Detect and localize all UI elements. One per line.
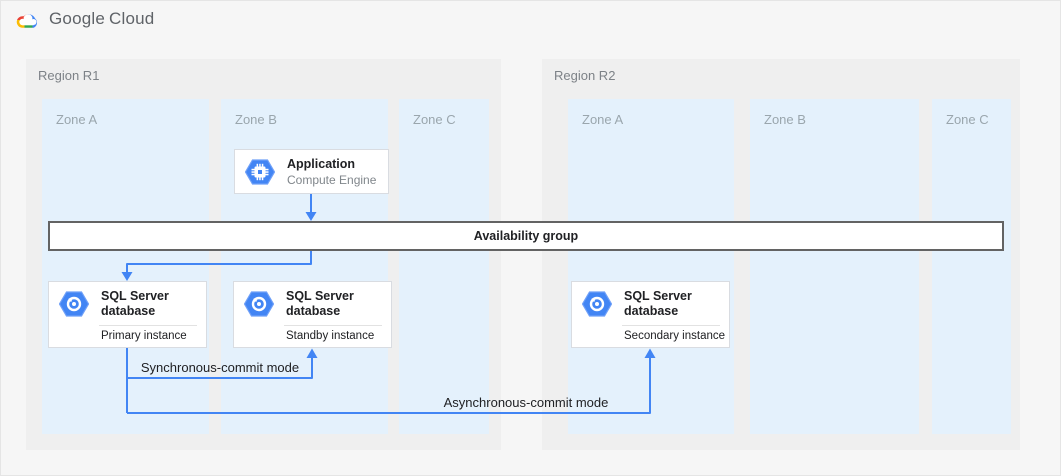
logo-word-google: Google [49, 9, 106, 28]
sql-secondary-divider [622, 325, 720, 326]
compute-engine-icon [245, 159, 275, 185]
availability-group-bar: Availability group [48, 221, 1004, 251]
region-r1-label: Region R1 [38, 68, 100, 83]
sql-standby-node: SQL Server database Standby instance [233, 281, 392, 348]
sql-primary-node: SQL Server database Primary instance [48, 281, 207, 348]
sql-primary-divider [99, 325, 197, 326]
sql-primary-instance-label: Primary instance [101, 330, 187, 342]
application-subtitle: Compute Engine [287, 173, 377, 187]
sync-commit-mode-label: Synchronous-commit mode [140, 360, 300, 375]
sql-standby-title: SQL Server database [286, 289, 354, 318]
zone-r1-a-label: Zone A [56, 112, 98, 127]
sql-secondary-instance-label: Secondary instance [624, 330, 726, 342]
sql-standby-divider [284, 325, 382, 326]
zone-r2-a-label: Zone A [582, 112, 624, 127]
zone-r2-c: Zone C [932, 99, 1011, 434]
sql-server-icon [582, 291, 612, 317]
sql-primary-title: SQL Server database [101, 289, 169, 318]
application-title: Application [287, 157, 356, 171]
zone-r1-b-label: Zone B [235, 112, 277, 127]
zone-r1-c-label: Zone C [413, 112, 456, 127]
zone-r1-a: Zone A [42, 99, 209, 434]
application-node: Application Compute Engine [234, 149, 389, 194]
sql-standby-instance-label: Standby instance [286, 330, 375, 342]
logo-word-cloud: Cloud [109, 9, 155, 28]
zone-r2-a: Zone A [568, 99, 734, 434]
sql-secondary-title: SQL Server database [624, 289, 692, 318]
zone-r2-c-label: Zone C [946, 112, 989, 127]
async-commit-mode-label: Asynchronous-commit mode [443, 395, 609, 410]
availability-group-label: Availability group [473, 229, 579, 243]
sql-server-icon [59, 291, 89, 317]
zone-r1-c: Zone C [399, 99, 489, 434]
google-cloud-logo-icon [16, 14, 38, 28]
zone-r2-b: Zone B [750, 99, 919, 434]
sql-server-icon [244, 291, 274, 317]
zone-r2-b-label: Zone B [764, 112, 806, 127]
region-r2-label: Region R2 [554, 68, 616, 83]
sql-secondary-node: SQL Server database Secondary instance [571, 281, 730, 348]
